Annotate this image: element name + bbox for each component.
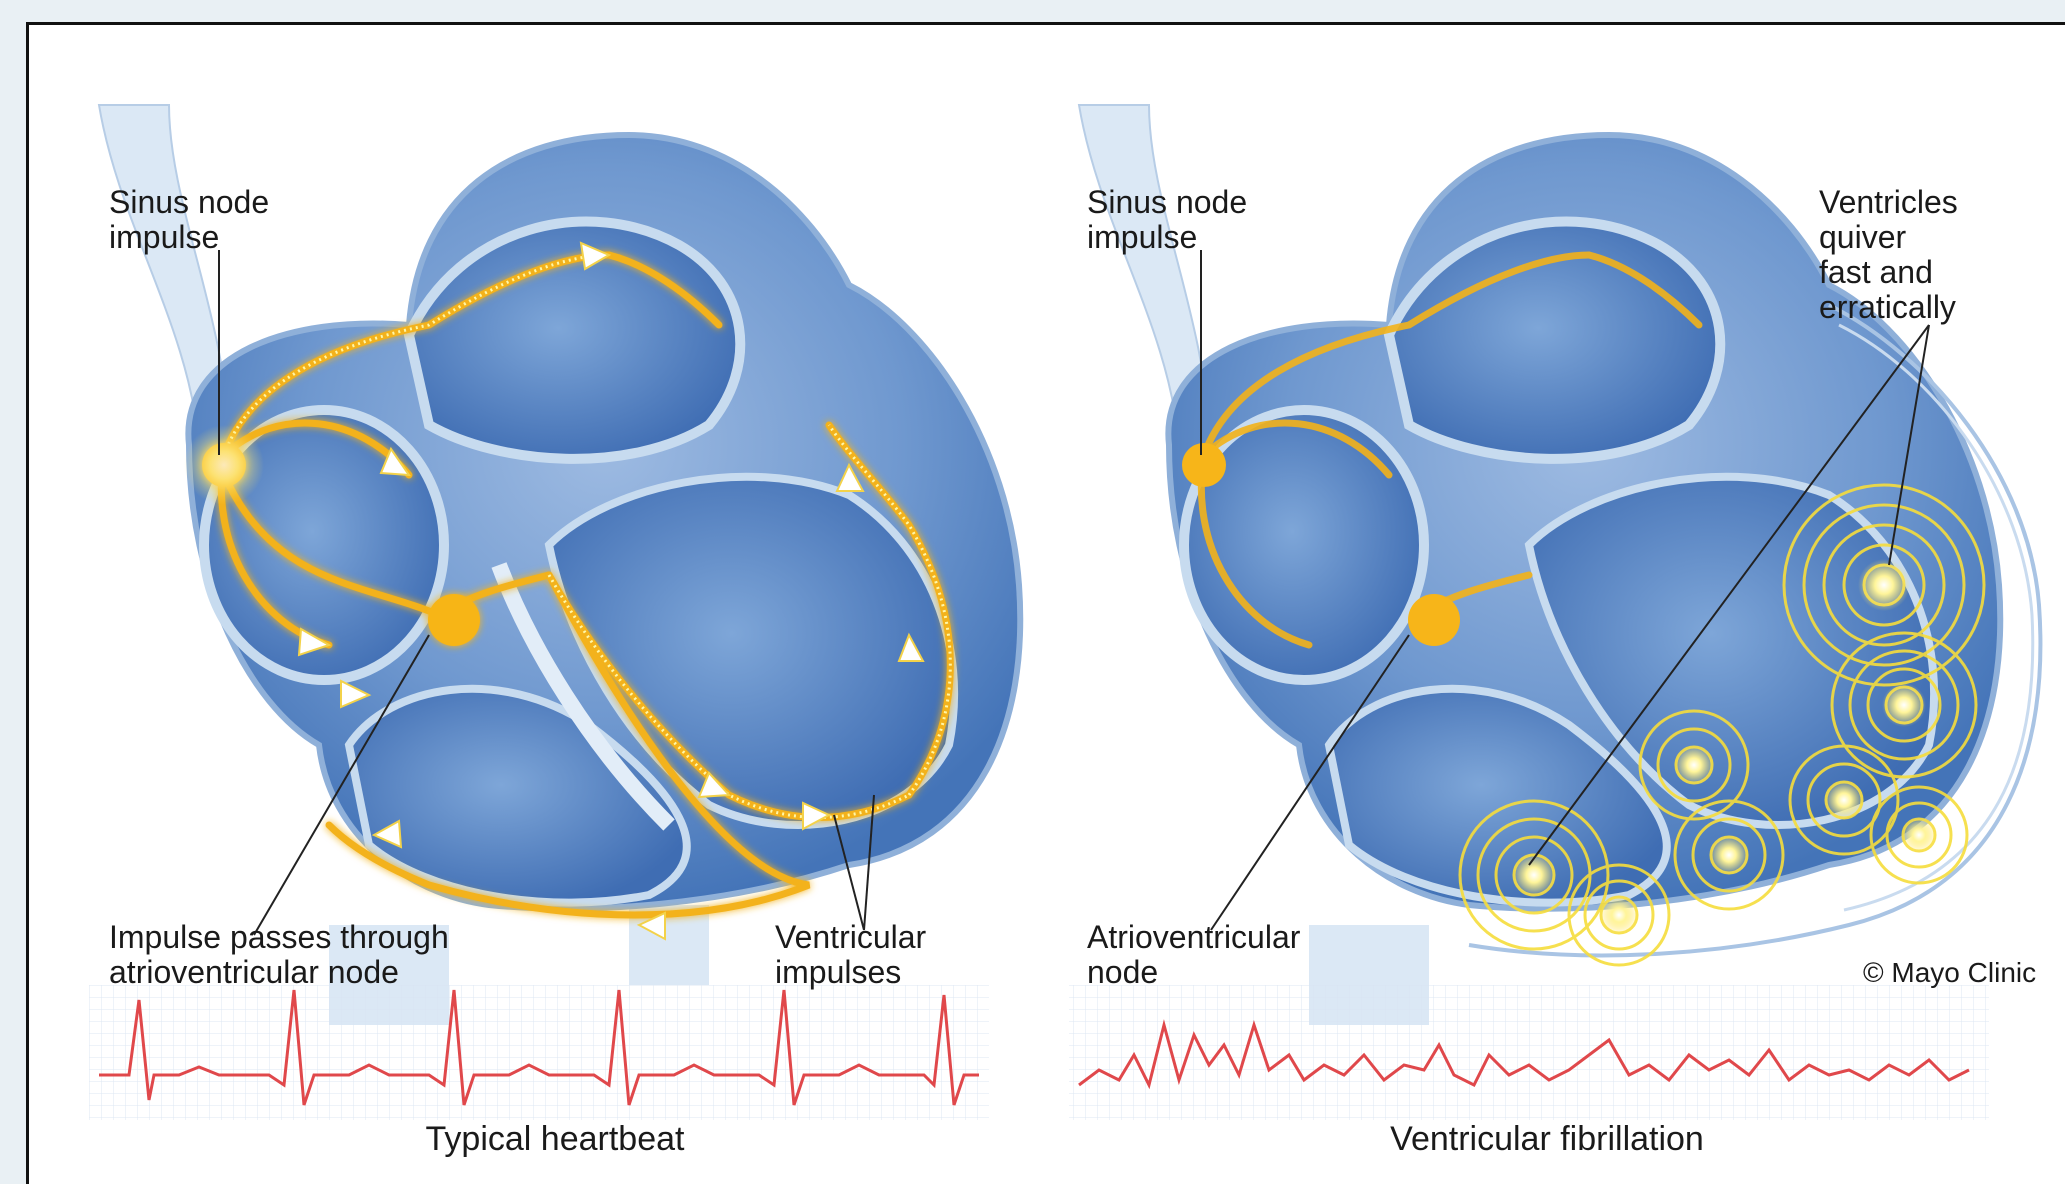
caption-ventricular-fibrillation: Ventricular fibrillation [1287, 1120, 1807, 1158]
label-ventricles-quiver: Ventricles quiver fast and erratically [1819, 185, 1958, 325]
ecg-grid-fibrillation [1069, 985, 1989, 1120]
heart-illustration [29, 25, 2065, 1184]
label-sinus-node-fibrillation: Sinus node impulse [1087, 185, 1247, 255]
figure-frame: Sinus node impulse Impulse passes throug… [26, 22, 2065, 1184]
label-ventricular-impulses: Ventricular impulses [775, 920, 926, 990]
mayo-clinic-credit: © Mayo Clinic [1863, 955, 2036, 990]
av-node-right [1408, 594, 1460, 646]
sinus-node-right [1182, 443, 1226, 487]
av-node [428, 594, 480, 646]
label-av-node-fibrillation: Atrioventricular node [1087, 920, 1300, 990]
caption-typical-heartbeat: Typical heartbeat [295, 1120, 815, 1158]
ecg-grid-typical [89, 985, 989, 1120]
label-av-node-typical: Impulse passes through atrioventricular … [109, 920, 449, 990]
label-sinus-node-typical: Sinus node impulse [109, 185, 269, 255]
